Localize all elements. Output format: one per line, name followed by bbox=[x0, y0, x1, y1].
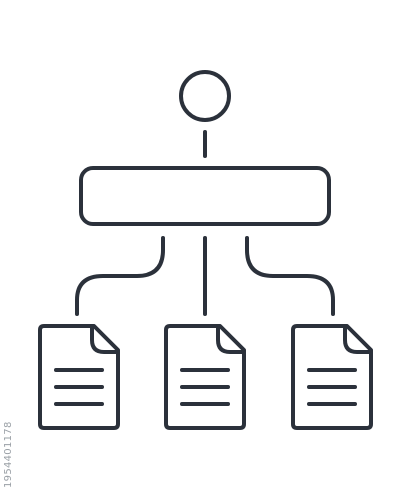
document-icon bbox=[38, 324, 120, 430]
left-branch-connector bbox=[75, 236, 165, 316]
document-icon bbox=[164, 324, 246, 430]
right-branch-connector bbox=[245, 236, 335, 316]
document-icon bbox=[291, 324, 373, 430]
stock-id-label: 1954401178 bbox=[3, 421, 14, 488]
root-node-circle-icon bbox=[179, 70, 231, 122]
hub-bar-node bbox=[79, 166, 331, 226]
